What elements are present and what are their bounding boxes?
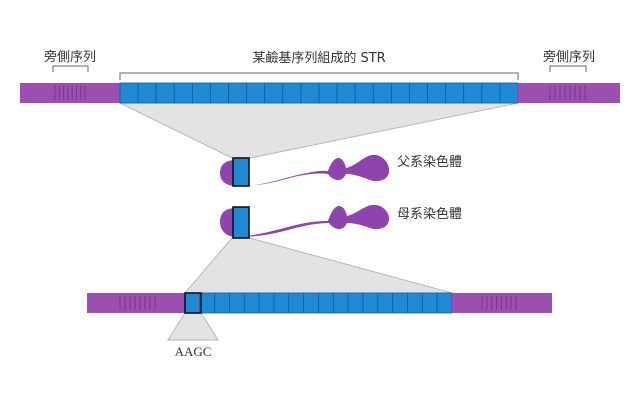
repeat-unit-block [246, 82, 266, 104]
bottom-left-flank-stripes [119, 296, 156, 310]
bottom-right-flank-stripes [481, 296, 517, 310]
maternal-chromosome [220, 204, 390, 239]
bottom-strand [87, 292, 552, 314]
repeat-unit-block [436, 292, 453, 314]
repeat-unit-block [377, 292, 394, 314]
repeat-unit-block [347, 292, 364, 314]
repeat-unit-label: AAGC [175, 344, 212, 359]
repeat-unit-block [499, 82, 519, 104]
repeat-unit-block [303, 292, 319, 314]
bottom-repeat-region [184, 292, 453, 314]
paternal-str-box [232, 157, 250, 187]
repeat-unit-block [137, 82, 157, 104]
repeat-unit-block [392, 292, 408, 314]
repeat-unit-block [228, 82, 248, 104]
flank-right-bracket [549, 65, 587, 72]
maternal-label: 母系染色體 [397, 206, 462, 222]
str-caption: 某鹼基序列組成的 STR [252, 50, 385, 66]
repeat-unit-block [409, 82, 428, 104]
repeat-unit-box [184, 292, 202, 314]
repeat-unit-block [155, 82, 175, 104]
repeat-unit-block [354, 82, 374, 104]
top-funnel [119, 102, 519, 159]
bottom-left-flank [87, 293, 185, 313]
repeat-unit-block [229, 292, 245, 314]
repeat-unit-block [273, 292, 290, 314]
top-right-flank-stripes [549, 86, 586, 100]
repeat-unit-block [119, 82, 139, 104]
repeat-unit-block [332, 292, 349, 314]
repeat-unit-block [210, 82, 229, 104]
repeat-unit-block [336, 82, 356, 104]
flank-left-bracket [52, 65, 89, 72]
paternal-label: 父系染色體 [397, 154, 462, 170]
flank-left-label: 旁側序列 [44, 49, 96, 65]
repeat-unit-block [300, 82, 320, 104]
top-right-flank [518, 83, 620, 103]
repeat-unit-block [372, 82, 392, 104]
top-repeat-region [119, 82, 519, 104]
top-strand [20, 82, 620, 104]
repeat-unit-block [481, 82, 501, 104]
flank-right-label: 旁側序列 [543, 49, 595, 65]
maternal-str-highlight [233, 207, 249, 238]
repeat-unit-block [288, 292, 305, 314]
repeat-unit-block [258, 292, 275, 314]
maternal-str-box [232, 206, 250, 239]
repeat-unit-block [318, 82, 338, 104]
bottom-right-flank [452, 293, 552, 313]
unit-funnel [167, 312, 219, 341]
repeat-unit-block [318, 292, 334, 314]
paternal-str-highlight [233, 158, 249, 186]
repeat-unit-block [390, 82, 410, 104]
repeat-unit-block [463, 82, 483, 104]
top-left-flank [20, 83, 120, 103]
top-left-flank-stripes [54, 86, 86, 100]
repeat-unit-block [362, 292, 379, 314]
repeat-unit-block [407, 292, 423, 314]
repeat-unit-block [282, 82, 302, 104]
repeat-unit-block [427, 82, 447, 104]
bottom-funnel [183, 237, 453, 294]
repeat-unit-block [421, 292, 438, 314]
repeat-unit-block [184, 292, 201, 314]
repeat-unit-block [191, 82, 211, 104]
repeat-unit-block [264, 82, 284, 104]
str-bracket [119, 72, 519, 80]
repeat-unit-block [445, 82, 465, 104]
repeat-unit-block [243, 292, 260, 314]
repeat-unit-block [173, 82, 193, 104]
repeat-unit-block [199, 292, 216, 314]
repeat-unit-block [214, 292, 230, 314]
paternal-chromosome [220, 154, 390, 187]
